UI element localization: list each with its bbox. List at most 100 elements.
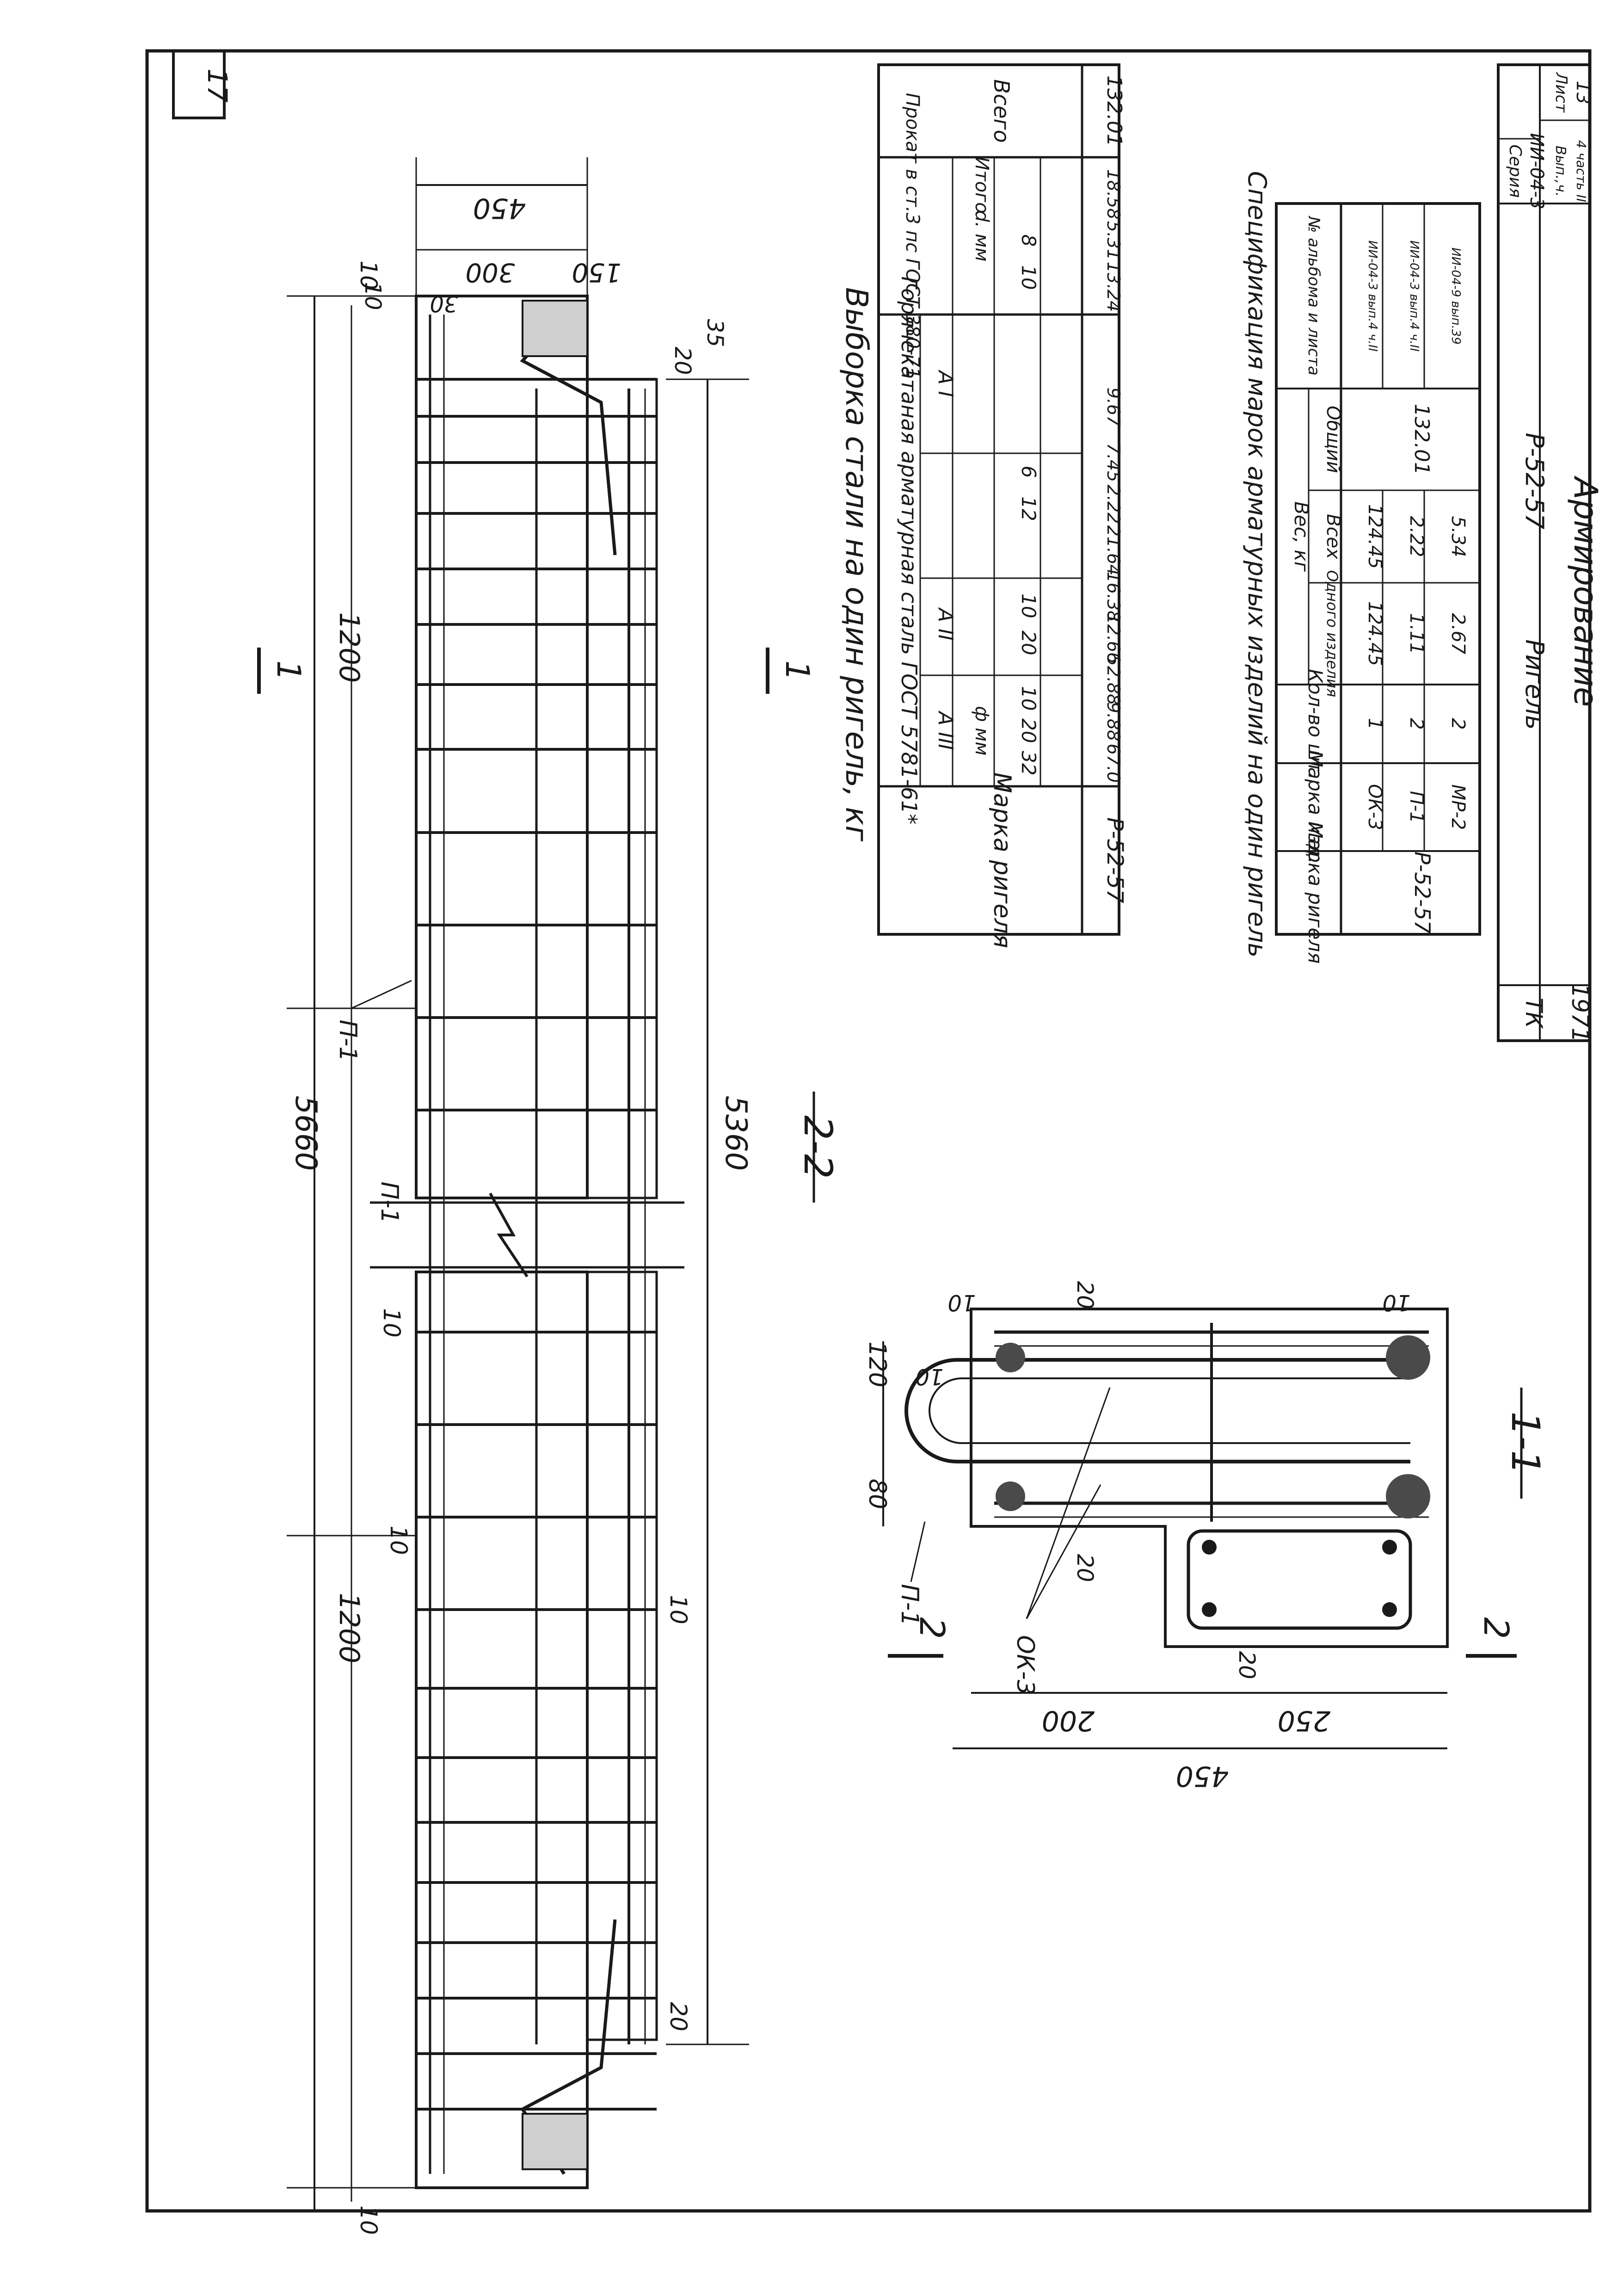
steel-group-hot: Горячекатаная арматурная сталь ГОСТ 5781…: [897, 277, 922, 825]
steel-dia: 8: [1017, 235, 1040, 247]
steel-dia: 6: [1017, 466, 1040, 478]
loop-p1-inner: [929, 1377, 1410, 1444]
dim-450-cs: 450: [1176, 1760, 1229, 1792]
steel-group-rolled: Прокат в ст.3 пс ГОСТ 380-71: [902, 93, 923, 379]
section-label-2-2: 2-2: [795, 1115, 841, 1179]
steel-dia: 10: [1017, 686, 1040, 710]
section-2-2: 5660 1200 1200 10 10 П-1 П-1 10 10 5360 …: [257, 157, 841, 2235]
spec-mark: Р-52-57: [1410, 852, 1435, 934]
spec-h-one: Одного изделия: [1323, 570, 1341, 697]
rebar: [1386, 1335, 1430, 1380]
section-mark-1-left: 1: [270, 660, 308, 681]
title-name: Армирование: [1567, 475, 1605, 707]
steel-a2: 21.64: [1103, 525, 1124, 576]
spec-h-qty: Кол-во шт.: [1304, 669, 1327, 779]
steel-dia: 20: [1017, 718, 1040, 743]
title-mark: Р-52-57: [1520, 433, 1549, 530]
spec-album: ИИ-04-3 вып.4 ч.II: [1407, 241, 1421, 352]
cut-mark-2-left: 2: [912, 1617, 952, 1639]
label-ok3: ОК-3: [1011, 1635, 1039, 1695]
steel-total: 132.01: [1102, 75, 1126, 147]
dim-middle-1: 1200: [333, 612, 365, 683]
section-label-1-1: 1-1: [1503, 1411, 1548, 1475]
spec-h-item: Марка изд.: [1304, 750, 1327, 864]
leader-p1: [351, 980, 412, 1009]
dim-10-top: 10: [355, 260, 382, 290]
spec-one: 124.45: [1364, 601, 1385, 666]
steel-d-head: d. мм: [971, 210, 992, 261]
section-1-1: 120 80 10 10 10 20 20 20 200 250 450 П-1…: [863, 1281, 1548, 1792]
sheet-number: 17: [202, 68, 233, 103]
spec-item: П-1: [1406, 791, 1427, 823]
spec-h-weight: Вес, кг: [1290, 501, 1313, 572]
dim-part-b: 150: [572, 257, 621, 287]
steel-a3: 67.0: [1103, 744, 1124, 783]
steel-rolled: 13.24: [1103, 262, 1124, 312]
dim-middle-2: 1200: [333, 1593, 365, 1664]
title-series: ИИ-04-3: [1526, 133, 1547, 209]
spec-album: ИИ-04-9 вып.39: [1449, 247, 1463, 345]
steel-a1: 9.67: [1103, 388, 1124, 427]
steel-table-title: Выборка стали на один ригель, кг: [839, 287, 874, 841]
sheet-frame: [145, 49, 1592, 2213]
loop-p1: [904, 1358, 1410, 1463]
steel-row-mark: Р-52-57: [1102, 817, 1128, 903]
rebar: [996, 1481, 1025, 1511]
dim-10-top-right: 10: [360, 282, 386, 310]
spec-one: 2.67: [1447, 613, 1469, 654]
dim-35: 35: [702, 319, 728, 347]
steel-col-total: Всего: [989, 79, 1014, 142]
spec-total: 132.01: [1410, 404, 1433, 475]
steel-dia: 20: [1017, 630, 1040, 655]
rebar: [1382, 1540, 1397, 1555]
cut-mark-2-right: 2: [1476, 1617, 1516, 1639]
label-p1-top: П-1: [334, 1020, 362, 1062]
dim-20-top: 20: [670, 346, 695, 375]
steel-a1: 7.45: [1103, 443, 1124, 482]
end-plate-bottom: [522, 2113, 588, 2170]
dim-10-low: 10: [385, 1525, 412, 1555]
spec-qty: 2: [1447, 718, 1469, 729]
title-series-label: Серия: [1506, 144, 1525, 198]
title-issue: 4 часть II: [1574, 140, 1589, 202]
steel-dia: 32: [1017, 751, 1040, 775]
title-sheet-label: Лист: [1552, 72, 1570, 113]
spec-one: 1.11: [1406, 613, 1427, 654]
spec-item: МР-2: [1447, 784, 1469, 830]
spec-album: ИИ-04-3 вып.4 ч.II: [1366, 241, 1379, 352]
dim-20-c: 20: [1234, 1651, 1260, 1679]
cross-section-outline: [970, 1308, 1449, 1648]
end-plate-top: [522, 300, 588, 357]
break-zigzag: [489, 1192, 529, 1278]
dim-250: 250: [1278, 1704, 1331, 1737]
dim-10-left-2: 10: [915, 1364, 943, 1389]
ledge-top: [586, 378, 658, 1199]
label-p1-mid: П-1: [375, 1182, 403, 1224]
title-year: 1971: [1567, 983, 1593, 1042]
steel-dia: 10: [1017, 265, 1040, 290]
spec-h-total: Общий: [1323, 406, 1344, 473]
steel-col-mark: Марка ригеля: [988, 772, 1016, 948]
dim-20-right: 20: [665, 2002, 692, 2031]
steel-table: Выборка стали на один ригель, кг Марка р…: [839, 63, 1128, 948]
break-lines: [370, 1201, 684, 1269]
steel-sum-head: Итого: [971, 156, 992, 213]
steel-dia-head: ф мм: [971, 706, 992, 755]
dim-10-right: 10: [665, 1595, 692, 1624]
dim-20-b: 20: [1072, 1554, 1098, 1582]
dim-10-bottom: 10: [355, 2205, 382, 2235]
rebar: [1202, 1602, 1217, 1617]
title-block-frame: [1497, 63, 1591, 1042]
dim-120: 120: [863, 1341, 891, 1387]
spec-all: 5.34: [1447, 516, 1469, 557]
steel-a2: 12.66: [1103, 613, 1124, 664]
section-mark-1-right: 1: [778, 660, 816, 681]
title-issue-label: Вып.,ч.: [1552, 146, 1569, 197]
steel-a1: 2.22: [1103, 485, 1124, 524]
ledge-bottom: [586, 1271, 658, 2041]
rebar: [1382, 1602, 1397, 1617]
title-block: ТК 1971 Ригель Р-52-57 Армирование Серия…: [1497, 63, 1605, 1043]
steel-rolled: 18.58: [1103, 169, 1124, 220]
sheet-number-box: [172, 49, 226, 119]
